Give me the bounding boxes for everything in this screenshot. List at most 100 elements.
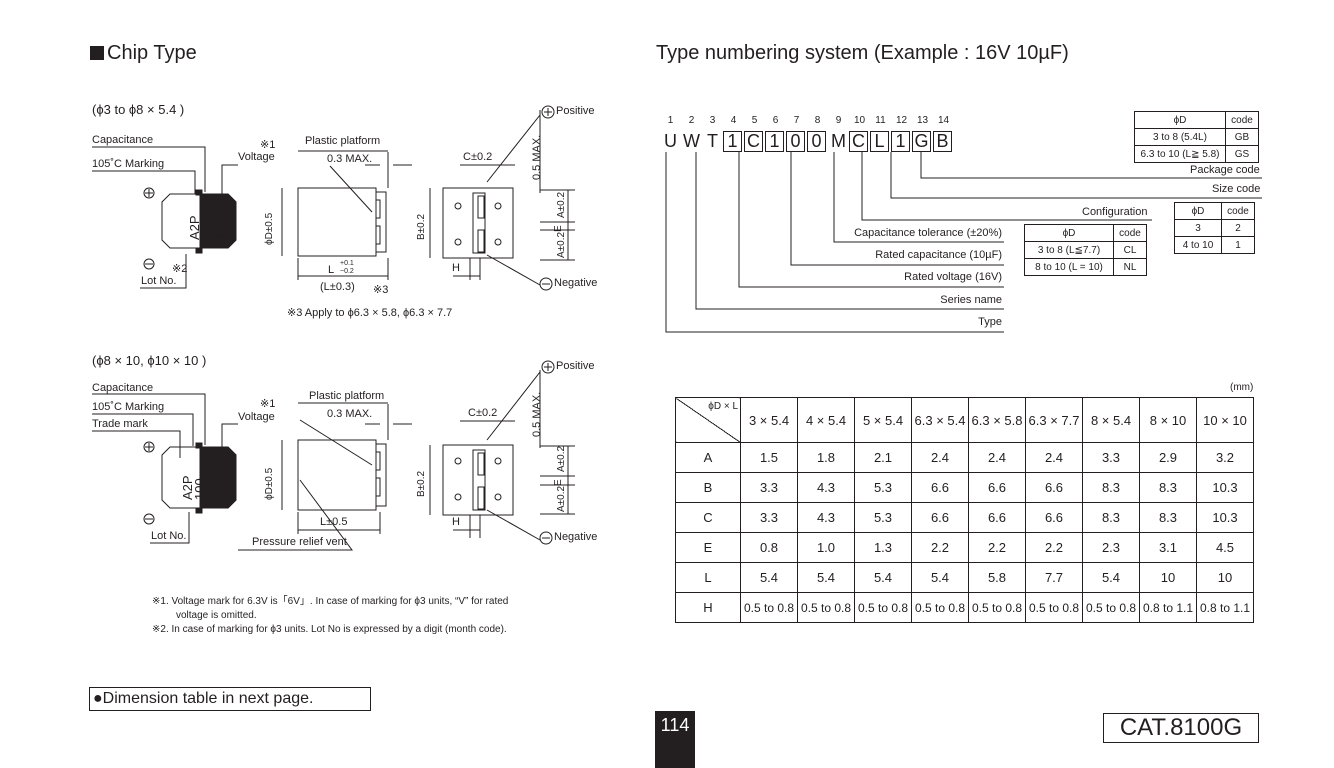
column-header: 6.3 × 7.7 xyxy=(1025,397,1083,443)
table-cell: 6.6 xyxy=(968,472,1026,503)
table-cell: 5.8 xyxy=(968,562,1026,593)
footnote-1-cont: voltage is omitted. xyxy=(176,610,257,621)
table-row: L 5.4 5.4 5.4 5.4 5.8 7.7 5.4 10 10 xyxy=(675,562,1254,593)
position-number: 8 xyxy=(814,115,821,126)
code-char-boxed: 0 xyxy=(786,131,805,152)
table-cell: 5.3 xyxy=(854,502,912,533)
table-row: C 3.3 4.3 5.3 6.6 6.6 6.6 8.3 8.3 10.3 xyxy=(675,502,1254,533)
l-label: L xyxy=(328,264,335,276)
row-label: A xyxy=(675,442,741,473)
h-label: H xyxy=(452,262,460,274)
table-header: code xyxy=(1113,224,1147,242)
max03-label: 0.3 MAX. xyxy=(327,408,373,420)
table-cell: 0.5 to 0.8 xyxy=(1025,592,1083,623)
code-char: U xyxy=(664,131,677,151)
positive-label: Positive xyxy=(556,360,595,372)
table-cell: 8.3 xyxy=(1139,472,1197,503)
column-header: 5 × 5.4 xyxy=(854,397,912,443)
table-cell: 0.8 to 1.1 xyxy=(1196,592,1254,623)
table-cell: 1.3 xyxy=(854,532,912,563)
type-code: U W T 1 C 1 0 0 M C L 1 G B xyxy=(660,131,954,152)
c-dimension-label: C±0.2 xyxy=(463,151,493,163)
table-cell: 1.5 xyxy=(740,442,798,473)
note1-mark: ※1 xyxy=(260,139,276,151)
table-cell: 5.4 xyxy=(1082,562,1140,593)
table-header: ϕD xyxy=(1024,224,1114,242)
code-char-boxed: G xyxy=(912,131,931,152)
cap-tolerance-label: Capacitance tolerance (±20%) xyxy=(854,227,1002,239)
footnote-2: ※2. In case of marking for ϕ3 units. Lot… xyxy=(152,624,507,635)
table-cell: 5.4 xyxy=(854,562,912,593)
page-number: 114 xyxy=(655,711,695,768)
table-cell: 2.4 xyxy=(968,442,1026,473)
table-cell: 8.3 xyxy=(1139,502,1197,533)
marking-label: 105˚C Marking xyxy=(92,158,165,170)
column-header: 6.3 × 5.8 xyxy=(968,397,1026,443)
note2-mark: ※2 xyxy=(172,263,188,275)
column-header: 8 × 10 xyxy=(1139,397,1197,443)
table-cell: 5.3 xyxy=(854,472,912,503)
code-char-boxed: 1 xyxy=(891,131,910,152)
table-cell: 2.4 xyxy=(911,442,969,473)
position-number: 7 xyxy=(793,115,800,126)
position-number: 13 xyxy=(916,115,929,126)
marking-label: 105˚C Marking xyxy=(92,401,165,413)
table-row: 6.3 to 10 (L≧ 5.8)GS xyxy=(1134,145,1259,163)
code-char-boxed: 1 xyxy=(765,131,784,152)
lot-no-label: Lot No. xyxy=(151,530,187,542)
table-cell: GS xyxy=(1225,145,1259,163)
table-cell: 1 xyxy=(1221,236,1255,254)
table-header: code xyxy=(1221,202,1255,220)
l05-label: L±0.5 xyxy=(320,516,348,528)
table-cell: 2.1 xyxy=(854,442,912,473)
plastic-platform-label: Plastic platform xyxy=(309,390,385,402)
table-cell: 3.2 xyxy=(1196,442,1254,473)
table-row: 3 to 8 (5.4L)GB xyxy=(1134,128,1259,146)
table-cell: 3.1 xyxy=(1139,532,1197,563)
rated-voltage-label: Rated voltage (16V) xyxy=(904,271,1002,283)
section-heading-chip-type: Chip Type xyxy=(90,42,197,65)
l03-label: (L±0.3) xyxy=(320,281,355,293)
table-cell: 10.3 xyxy=(1196,472,1254,503)
rated-capacitance-label: Rated capacitance (10µF) xyxy=(875,249,1002,261)
section-heading-type-numbering: Type numbering system (Example : 16V 10µ… xyxy=(656,42,1069,64)
catalog-number: CAT.8100G xyxy=(1103,713,1259,743)
type-label: Type xyxy=(978,316,1002,328)
row-label: H xyxy=(675,592,741,623)
table-header: ϕD xyxy=(1134,111,1226,129)
table-cell: 0.5 to 0.8 xyxy=(968,592,1026,623)
table-cell: 0.5 to 0.8 xyxy=(854,592,912,623)
table-cell: 0.8 xyxy=(740,532,798,563)
table-cell: 5.4 xyxy=(740,562,798,593)
table-cell: 10 xyxy=(1139,562,1197,593)
table-row: E 0.8 1.0 1.3 2.2 2.2 2.2 2.3 3.1 4.5 xyxy=(675,532,1254,563)
table-cell: 3 to 8 (L≦7.7) xyxy=(1024,241,1114,259)
position-number: 12 xyxy=(895,115,908,126)
note3-mark: ※3 xyxy=(373,284,389,296)
column-header: 8 × 5.4 xyxy=(1082,397,1140,443)
dimension-note: ●Dimension table in next page. xyxy=(89,687,371,711)
table-cell: 6.6 xyxy=(911,502,969,533)
position-number: 4 xyxy=(730,115,737,126)
voltage-label: Voltage xyxy=(238,151,275,163)
table-cell: 2.3 xyxy=(1082,532,1140,563)
square-bullet-icon xyxy=(90,46,104,60)
code-char: W xyxy=(683,131,700,151)
table-header: code xyxy=(1225,111,1259,129)
l-tol-plus: +0.1 xyxy=(340,260,354,267)
max03-label: 0.3 MAX. xyxy=(327,153,373,165)
column-header: 4 × 5.4 xyxy=(797,397,855,443)
code-char-boxed: L xyxy=(870,131,889,152)
position-number: 3 xyxy=(709,115,716,126)
l-tol-minus: −0.2 xyxy=(340,268,354,275)
table-cell: 10.3 xyxy=(1196,502,1254,533)
footnotes: ※1. Voltage mark for 6.3V is「6V」. In cas… xyxy=(152,595,508,637)
table-cell: 4 to 10 xyxy=(1174,236,1222,254)
table-cell: 5.4 xyxy=(911,562,969,593)
table-cell: 2.2 xyxy=(911,532,969,563)
trade-mark-label: Trade mark xyxy=(92,418,148,430)
